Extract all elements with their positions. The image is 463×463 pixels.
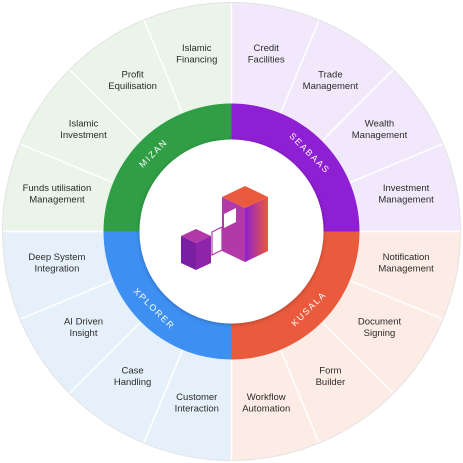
item-label-line: Management [303, 81, 359, 92]
item-label-line: Management [378, 194, 434, 205]
item-label-line: Financing [176, 54, 217, 65]
item-label-line: Insight [69, 328, 97, 339]
item-label-line: Automation [242, 404, 290, 415]
item-label-line: Investment [60, 130, 107, 141]
xplorer-divider [143, 349, 184, 444]
kusala-divider [279, 349, 320, 444]
kusala-ring-segment[interactable] [231, 231, 360, 360]
mizan-ring-segment[interactable] [103, 103, 232, 232]
item-label-line: Signing [364, 328, 396, 339]
xplorer-divider [19, 279, 114, 320]
seabaas-divider [321, 69, 394, 142]
item-label-line: Workflow [247, 392, 286, 403]
item-label-line: Investment [383, 183, 430, 194]
item-label-line: Profit [122, 69, 145, 80]
mizan-divider [143, 19, 184, 114]
item-label-line: Management [378, 264, 434, 275]
item-label-line: Handling [114, 377, 152, 388]
item-label-line: Islamic [182, 43, 212, 54]
item-label-line: Notification [383, 252, 430, 263]
kusala-divider [349, 279, 444, 320]
item-label-line: Funds utilisation [23, 183, 92, 194]
item-label-line: Deep System [28, 252, 85, 263]
xplorer-divider [69, 321, 142, 394]
xplorer-ring-segment[interactable] [103, 231, 232, 360]
item-label-line: Builder [316, 377, 346, 388]
mizan-divider [69, 69, 142, 142]
item-label-line: AI Driven [64, 316, 103, 327]
item-label-line: Integration [34, 264, 79, 275]
item-label-line: Case [122, 366, 144, 377]
item-label-line: Interaction [175, 404, 219, 415]
kusala-divider [321, 321, 394, 394]
seabaas-divider [279, 19, 320, 114]
item-label-line: Management [352, 130, 408, 141]
item-label-line: Credit [254, 43, 280, 54]
item-label-line: Document [358, 316, 402, 327]
seabaas-ring-segment[interactable] [231, 103, 360, 232]
seabaas-divider [349, 143, 444, 184]
item-label-line: Facilities [248, 54, 285, 65]
item-label-line: Wealth [365, 119, 394, 130]
stacked-cubes-logo-icon [181, 186, 268, 270]
item-label-line: Customer [176, 392, 217, 403]
item-label-line: Equilisation [108, 81, 157, 92]
item-label-line: Management [29, 194, 85, 205]
item-label-line: Islamic [69, 119, 99, 130]
mizan-divider [19, 143, 114, 184]
item-label-line: Form [319, 366, 341, 377]
item-label-line: Trade [318, 69, 342, 80]
